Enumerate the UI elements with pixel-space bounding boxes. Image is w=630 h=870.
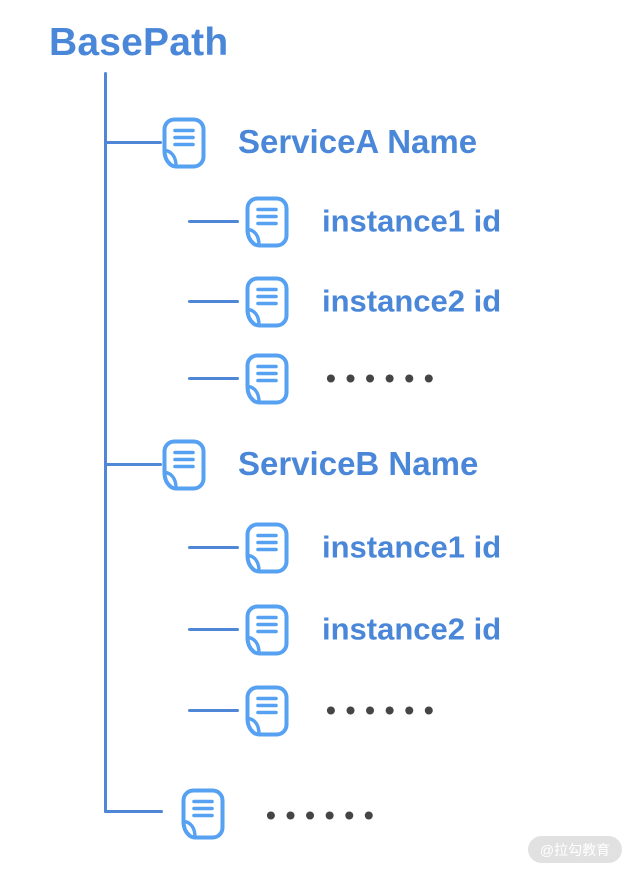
connector-dash-servicea-more [188,377,239,380]
document-icon [245,604,289,656]
connector-dash-servicea-instance2 [188,300,239,303]
connector-dash-servicea-instance1 [188,220,239,223]
document-icon [162,439,206,491]
document-icon [245,276,289,328]
servicea-instance1-id-label: instance1 id [322,203,502,239]
connector-dash-serviceb-instance2 [188,628,239,631]
connector-branch-more [104,810,163,813]
serviceb-more-ellipsis-dots: • • • • • • [326,694,435,726]
connector-dash-serviceb-more [188,709,239,712]
document-icon [245,353,289,405]
connector-branch-servicea [104,141,162,144]
connector-dash-serviceb-instance1 [188,546,239,549]
serviceb-instance1-id-label: instance1 id [322,529,502,565]
root-more-ellipsis-dots: • • • • • • [266,799,375,831]
document-icon [162,117,206,169]
document-icon [245,522,289,574]
serviceb-instance2-id-label: instance2 id [322,611,502,647]
base-path-label: BasePath [49,21,229,64]
connector-branch-serviceb [104,463,162,466]
document-icon [181,788,225,840]
watermark-badge: @拉勾教育 [528,836,622,863]
document-icon [245,196,289,248]
document-icon [245,685,289,737]
servicea-name-label: ServiceA Name [238,123,478,161]
serviceb-name-label: ServiceB Name [238,445,479,483]
connector-trunk [104,72,107,813]
servicea-instance2-id-label: instance2 id [322,283,502,319]
servicea-more-ellipsis-dots: • • • • • • [326,362,435,394]
